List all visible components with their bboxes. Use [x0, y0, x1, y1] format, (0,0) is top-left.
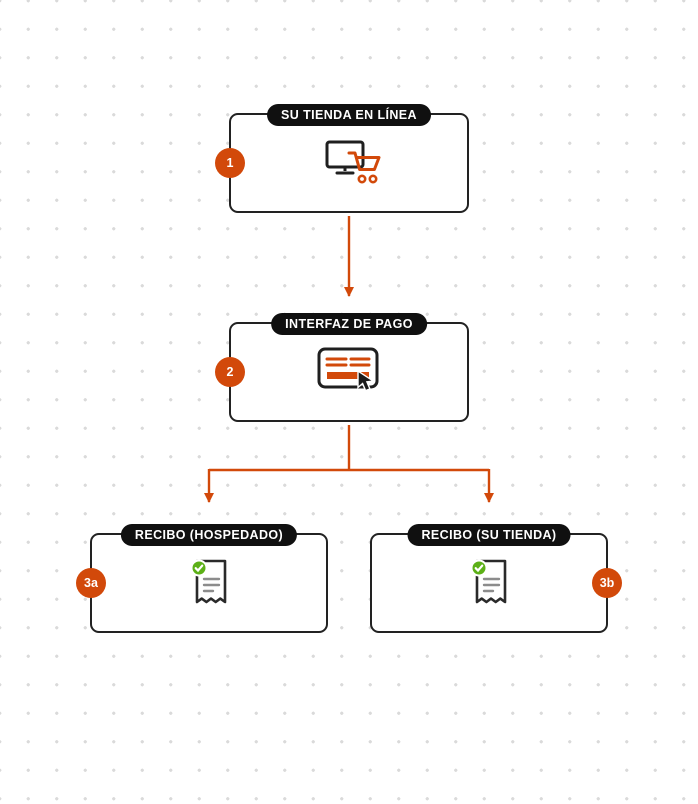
receipt-icon	[372, 535, 606, 631]
node-label-online-store: SU TIENDA EN LÍNEA	[267, 104, 431, 126]
node-payment-interface: INTERFAZ DE PAGO 2	[215, 313, 469, 422]
receipt-icon	[92, 535, 326, 631]
cart-icon	[347, 151, 381, 171]
online-store-icon	[231, 115, 467, 211]
node-label-payment-interface: INTERFAZ DE PAGO	[271, 313, 427, 335]
node-online-store: SU TIENDA EN LÍNEA 1	[215, 104, 469, 213]
payment-card-icon	[231, 324, 467, 420]
step-badge-3a: 3a	[76, 568, 106, 598]
step-badge-1: 1	[215, 148, 245, 178]
step-badge-3b: 3b	[592, 568, 622, 598]
node-receipt-hosted: RECIBO (HOSPEDADO) 3a	[76, 524, 328, 633]
node-label-receipt-hosted: RECIBO (HOSPEDADO)	[120, 524, 298, 546]
node-receipt-store: RECIBO (SU TIENDA) 3b	[370, 524, 622, 633]
node-label-receipt-store: RECIBO (SU TIENDA)	[407, 524, 571, 546]
step-badge-2: 2	[215, 357, 245, 387]
cursor-icon	[357, 369, 376, 392]
